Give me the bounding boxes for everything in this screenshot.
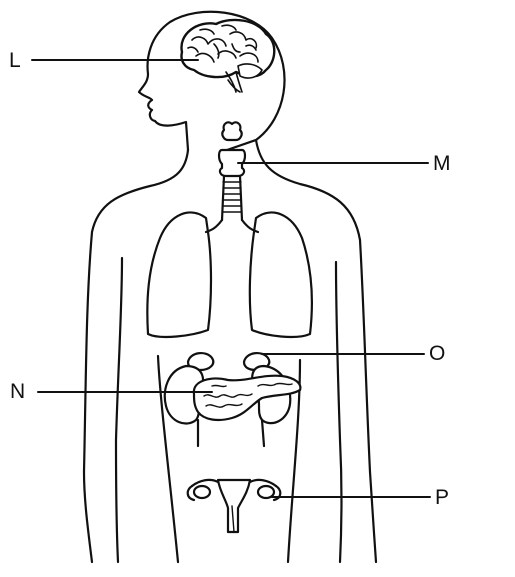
body-outline-right — [256, 140, 376, 562]
label-p: P — [435, 487, 449, 508]
left-lung — [147, 212, 211, 336]
label-l: L — [9, 50, 21, 71]
brain — [181, 20, 274, 92]
label-o: O — [429, 343, 445, 364]
arm-line-right — [336, 262, 342, 562]
label-m: M — [433, 153, 451, 174]
thyroid-trachea — [206, 122, 258, 232]
right-lung — [250, 212, 312, 336]
ureters — [198, 420, 264, 446]
label-n: N — [10, 381, 25, 402]
arm-line-left — [116, 258, 122, 562]
uterus-ovaries — [188, 480, 281, 532]
